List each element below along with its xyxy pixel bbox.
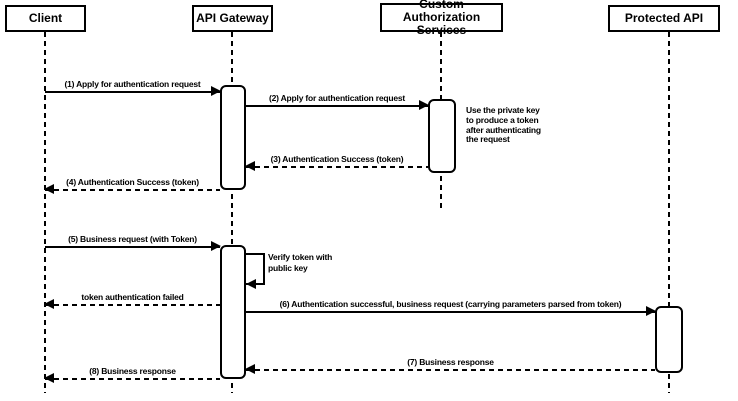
actor-protected-api: Protected API xyxy=(608,5,720,32)
actor-client: Client xyxy=(5,5,86,32)
arrowhead-left-icon xyxy=(245,364,255,374)
arrowhead-right-icon xyxy=(211,241,221,251)
message-line xyxy=(45,378,220,380)
arrowhead-right-icon xyxy=(646,306,656,316)
actor-api-gateway: API Gateway xyxy=(192,5,273,32)
lifeline-client xyxy=(44,32,46,393)
message-label: (5) Business request (with Token) xyxy=(68,234,197,244)
message-label: (1) Apply for authentication request xyxy=(64,79,201,89)
message-line xyxy=(246,311,655,313)
message-label: (3) Authentication Success (token) xyxy=(270,154,404,164)
message-line xyxy=(246,105,428,107)
arrowhead-left-icon xyxy=(246,279,256,289)
message-label: (8) Business response xyxy=(89,366,176,376)
arrowhead-left-icon xyxy=(245,161,255,171)
message-line xyxy=(246,166,428,168)
arrowhead-left-icon xyxy=(44,373,54,383)
lifeline-api-gateway xyxy=(231,32,233,393)
message-label: (2) Apply for authentication request xyxy=(268,93,406,103)
actor-custom-authorization-services: Custom Authorization Services xyxy=(380,0,503,37)
message-label: (7) Business response xyxy=(407,357,494,367)
arrowhead-left-icon xyxy=(44,184,54,194)
message-line xyxy=(45,91,220,93)
message-label: token authentication failed xyxy=(81,292,184,302)
activation-api-gateway-auth xyxy=(220,85,246,190)
arrowhead-left-icon xyxy=(44,299,54,309)
lifeline-protected-api xyxy=(668,32,670,393)
message-line xyxy=(246,369,655,371)
activation-api-gateway-business xyxy=(220,245,246,379)
arrowhead-right-icon xyxy=(419,100,429,110)
activation-custom-authorization-services xyxy=(428,99,456,173)
self-message-verify-token-label: Verify token with public key xyxy=(268,252,333,273)
message-label: (4) Authentication Success (token) xyxy=(66,177,199,187)
message-line xyxy=(45,246,220,248)
activation-protected-api xyxy=(655,306,683,373)
note-private-key: Use the private key to produce a token a… xyxy=(466,105,541,145)
message-line xyxy=(45,304,220,306)
message-line xyxy=(45,189,220,191)
message-label: (6) Authentication successful, business … xyxy=(279,299,622,309)
arrowhead-right-icon xyxy=(211,86,221,96)
